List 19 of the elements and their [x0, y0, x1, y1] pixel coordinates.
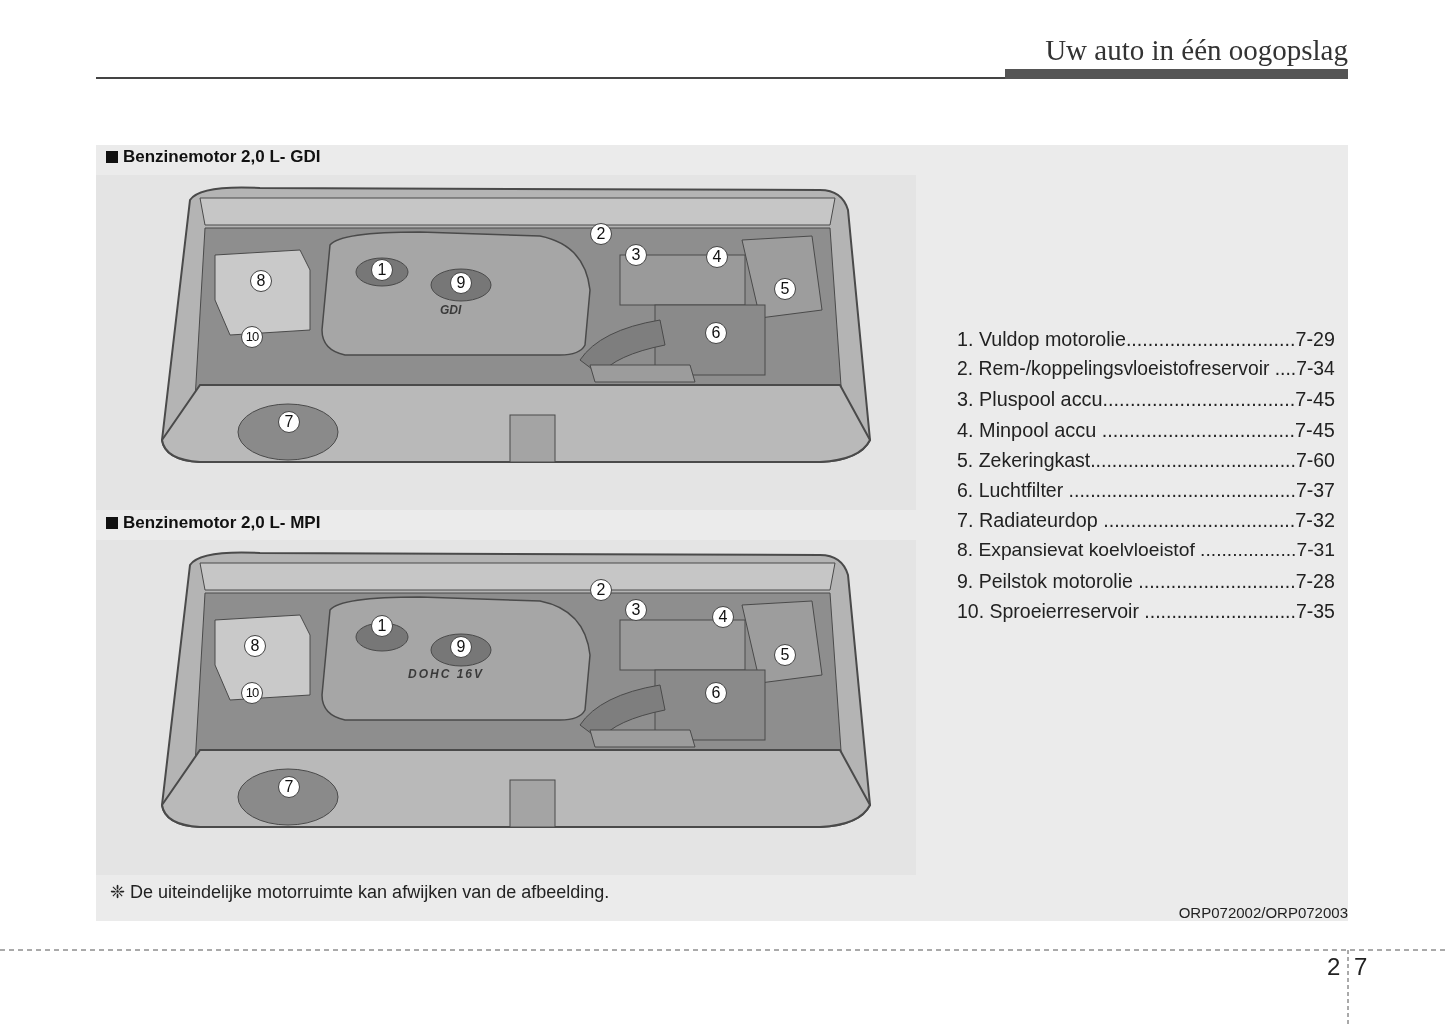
page-number: 2	[1327, 953, 1341, 981]
engraved-text: GDI	[440, 303, 462, 317]
engraved-text: DOHC 16V	[408, 667, 485, 681]
footnote: ❈ De uiteindelijke motorruimte kan afwijken van de afbeelding.	[110, 881, 610, 903]
list-item-text: 2. Rem-/koppelingsvloeistofreservoir ....7-34	[957, 358, 1335, 381]
list-item-text: 7. Radiateurdop ...................................7-32	[957, 509, 1335, 533]
list-item-text: 8. Expansievat koelvloeistof ..................7-31	[957, 539, 1335, 562]
list-item-text: 10. Sproeierreservoir ............................7-35	[957, 599, 1335, 623]
page-number: 7	[1354, 953, 1368, 981]
list-item-text: 1. Vuldop motorolie...............................7-29	[957, 328, 1335, 351]
section-heading: Benzinemotor 2,0 L- GDI	[123, 147, 321, 167]
list-item-text: 6. Luchtfilter ..........................................7-37	[957, 479, 1335, 502]
list-item-text: 3. Pluspool accu...................................7-45	[957, 388, 1335, 412]
list-item-text: 5. Zekeringkast......................................7-60	[957, 448, 1335, 472]
list-item-text: 9. Peilstok motorolie .............................7-28	[957, 569, 1335, 593]
list-item-text: 4. Minpool accu ...................................7-45	[957, 418, 1335, 442]
page-title: Uw auto in één oogopslag	[1044, 34, 1348, 67]
figure-code: ORP072002/ORP072003	[1177, 904, 1348, 921]
section-heading: Benzinemotor 2,0 L- MPI	[123, 513, 321, 533]
